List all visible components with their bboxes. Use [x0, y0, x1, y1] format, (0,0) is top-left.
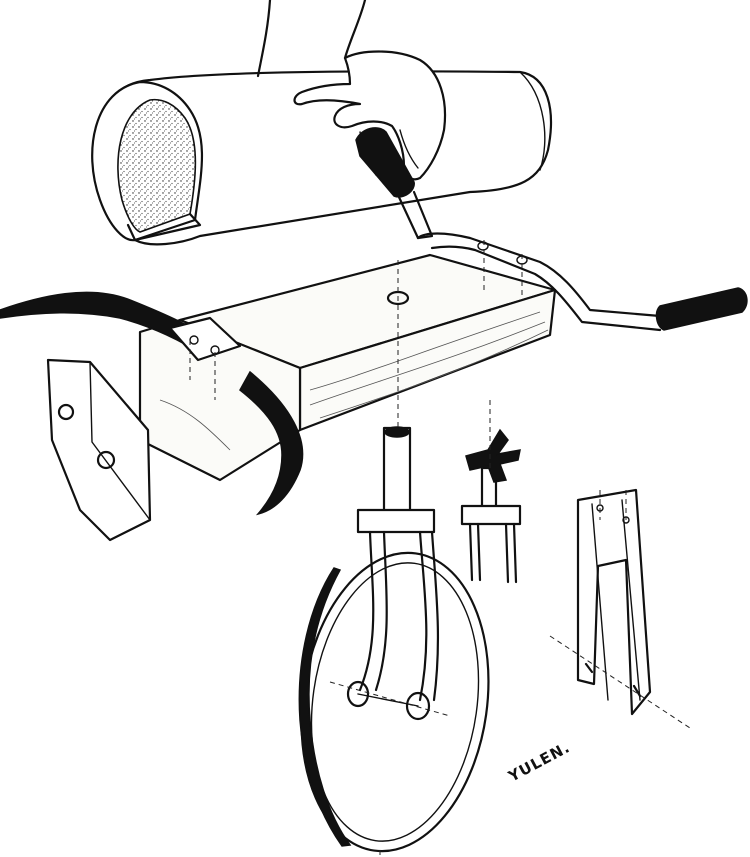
end-plate-icon: [46, 358, 152, 542]
assembly-guide-lines: [189, 240, 691, 857]
small-fork-spider-icon: [460, 428, 522, 584]
wheel-icon: [298, 551, 490, 853]
u-bracket-icon: [576, 488, 652, 716]
curved-blade-icon: [0, 291, 304, 516]
wooden-beam-icon: [138, 253, 557, 482]
handlebar-icon: [355, 127, 748, 332]
fork-icon: [346, 426, 440, 721]
hand-icon: [256, 0, 447, 181]
artist-signature: YULEN.: [505, 738, 574, 786]
